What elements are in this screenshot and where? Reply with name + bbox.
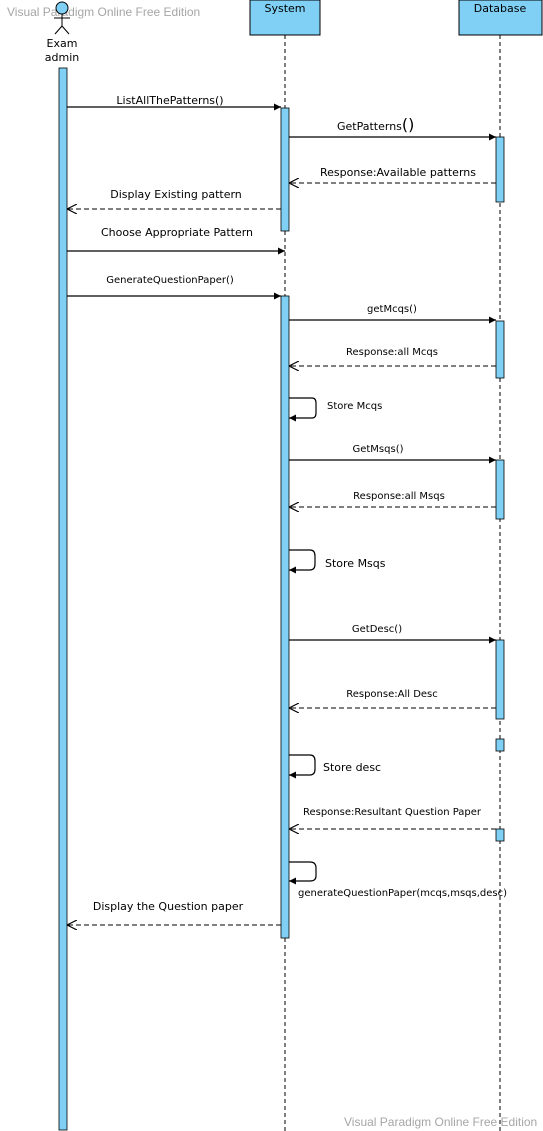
participant-database-label: Database bbox=[474, 2, 527, 15]
message-label: GetDesc() bbox=[352, 624, 402, 635]
activation-database-6 bbox=[495, 828, 505, 842]
actor-icon bbox=[54, 1, 70, 35]
message-get-mcqs[interactable]: getMcqs() bbox=[289, 304, 496, 324]
activation-actor bbox=[58, 67, 68, 1131]
activation-database-2 bbox=[495, 320, 505, 379]
message-store-msqs[interactable]: Store Msqs bbox=[289, 549, 386, 574]
message-response-available-patterns[interactable]: Response:Available patterns bbox=[289, 166, 496, 183]
message-get-msqs[interactable]: GetMsqs() bbox=[289, 444, 496, 464]
message-label: Store Mcqs bbox=[327, 401, 382, 412]
message-label: getMcqs() bbox=[367, 304, 417, 315]
activation-database-4 bbox=[495, 639, 505, 720]
activation-system-2 bbox=[280, 295, 290, 939]
activation-system-1 bbox=[280, 107, 290, 232]
message-response-all-msqs[interactable]: Response:all Msqs bbox=[289, 491, 496, 507]
actor-label-line2: admin bbox=[45, 51, 79, 64]
activation-database-1 bbox=[495, 136, 505, 203]
message-list-all-patterns[interactable]: ListAllThePatterns() bbox=[67, 94, 281, 111]
message-label: Choose Appropriate Pattern bbox=[101, 226, 253, 239]
message-get-patterns[interactable]: GetPatterns() bbox=[289, 115, 496, 141]
message-label: GetPatterns() bbox=[337, 115, 414, 134]
message-display-question-paper[interactable]: Display the Question paper bbox=[67, 900, 281, 925]
message-label: Store Msqs bbox=[325, 557, 386, 570]
actor-exam-admin[interactable]: Exam admin bbox=[45, 1, 79, 64]
message-choose-pattern[interactable]: Choose Appropriate Pattern bbox=[67, 226, 285, 255]
message-label: Response:Available patterns bbox=[320, 166, 476, 179]
participant-database[interactable]: Database bbox=[458, 0, 543, 36]
message-store-mcqs[interactable]: Store Mcqs bbox=[289, 397, 382, 422]
message-response-all-mcqs[interactable]: Response:all Mcqs bbox=[289, 347, 496, 366]
activation-database-5 bbox=[495, 738, 505, 752]
watermark-bottom: Visual Paradigm Online Free Edition bbox=[344, 1115, 538, 1129]
message-get-desc[interactable]: GetDesc() bbox=[289, 624, 496, 644]
message-label: Response:Resultant Question Paper bbox=[303, 807, 482, 818]
message-label: Response:all Mcqs bbox=[346, 347, 438, 358]
message-label: Response:All Desc bbox=[346, 689, 438, 700]
message-response-all-desc[interactable]: Response:All Desc bbox=[289, 689, 496, 708]
message-label: Response:all Msqs bbox=[353, 491, 445, 502]
message-generate-question-paper[interactable]: GenerateQuestionPaper() bbox=[67, 275, 281, 300]
actor-label-line1: Exam bbox=[47, 37, 78, 50]
message-label: ListAllThePatterns() bbox=[116, 94, 223, 107]
message-generate-question-paper-self[interactable]: generateQuestionPaper(mcqs,msqs,desc) bbox=[289, 861, 507, 899]
message-label: Display Existing pattern bbox=[110, 188, 242, 201]
participant-system[interactable]: System bbox=[249, 0, 321, 36]
message-label: Display the Question paper bbox=[93, 900, 244, 913]
message-label: Store desc bbox=[323, 761, 381, 774]
message-store-desc[interactable]: Store desc bbox=[289, 754, 381, 779]
message-label: GetMsqs() bbox=[352, 444, 403, 455]
message-response-resultant-paper[interactable]: Response:Resultant Question Paper bbox=[289, 807, 496, 829]
message-label: GenerateQuestionPaper() bbox=[106, 275, 234, 286]
message-label: generateQuestionPaper(mcqs,msqs,desc) bbox=[298, 888, 507, 899]
message-display-existing-pattern[interactable]: Display Existing pattern bbox=[67, 188, 281, 209]
participant-system-label: System bbox=[264, 2, 305, 15]
watermark-top: Visual Paradigm Online Free Edition bbox=[7, 5, 201, 19]
activation-database-3 bbox=[495, 459, 505, 520]
